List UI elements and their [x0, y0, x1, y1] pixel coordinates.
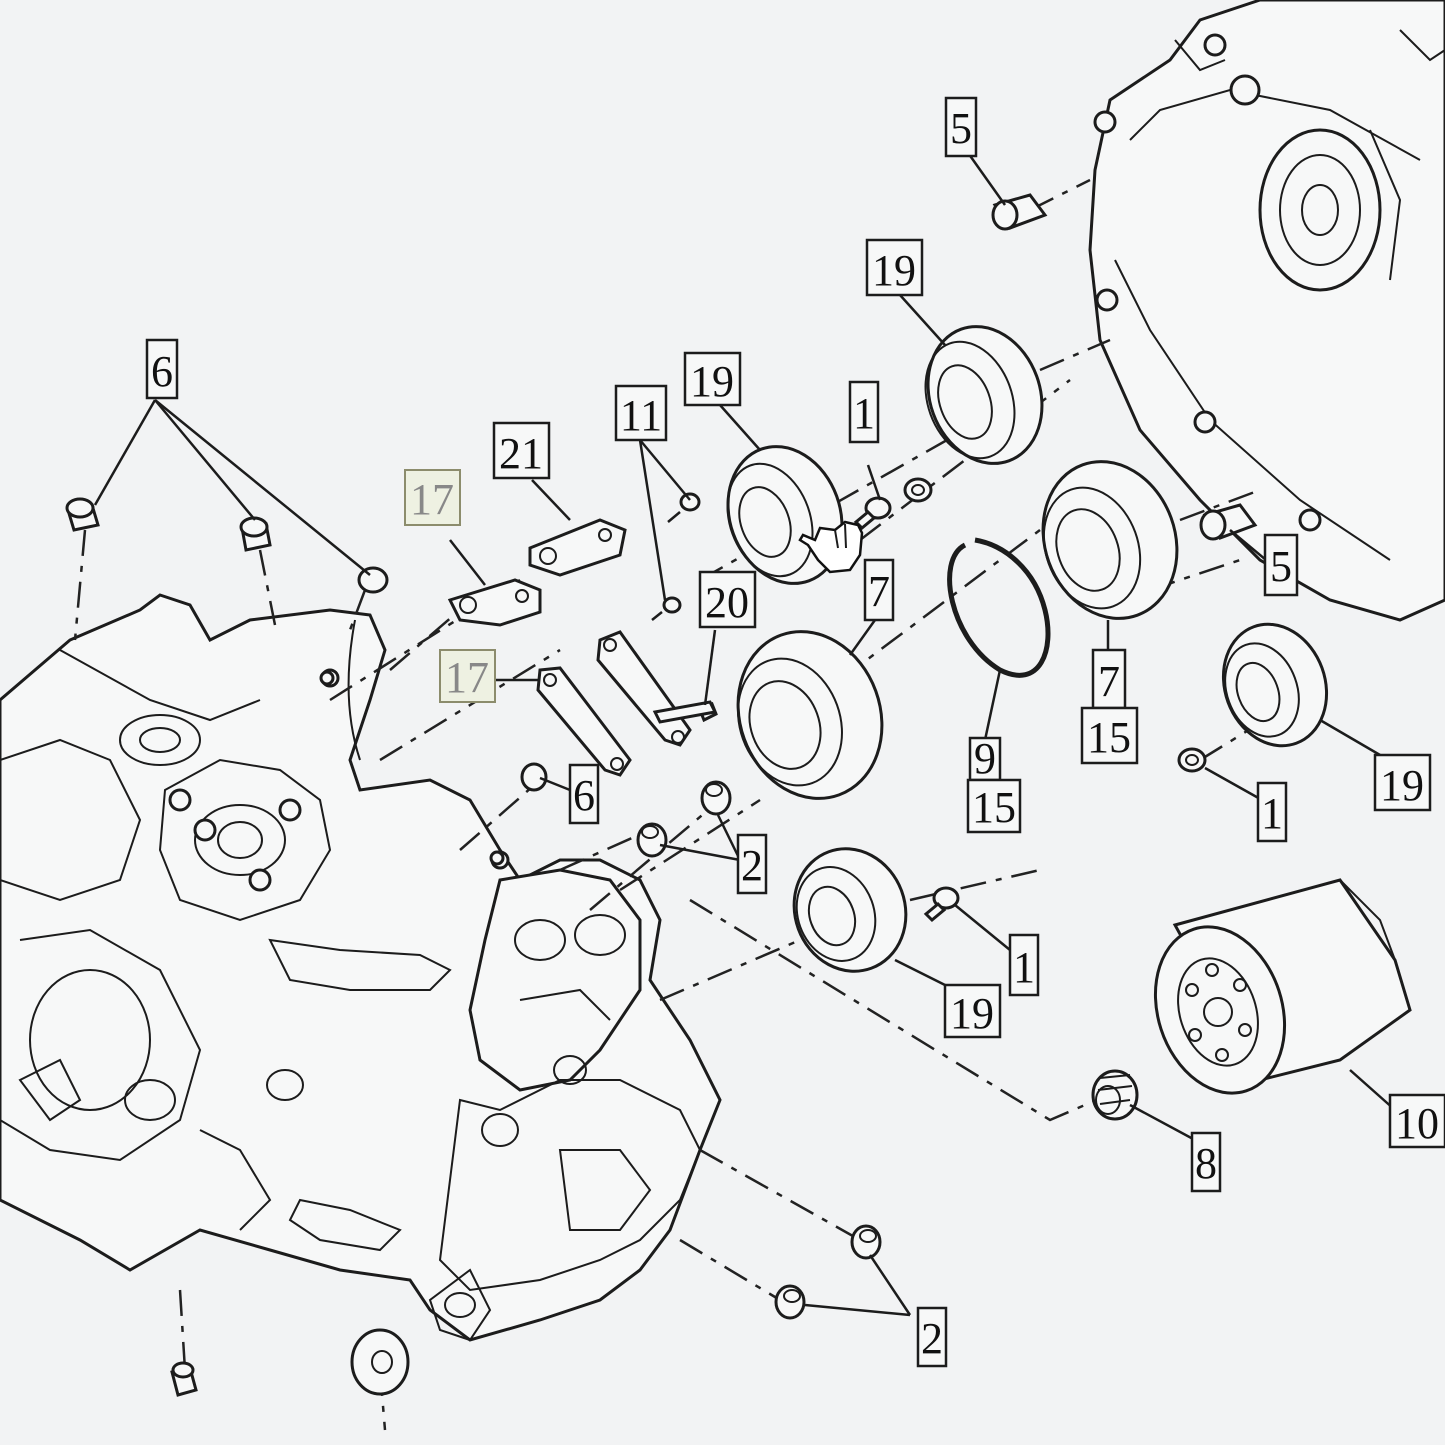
- screws: [651, 477, 1207, 923]
- callout-1-top[interactable]: 1: [848, 380, 880, 444]
- svg-text:6: 6: [151, 347, 173, 396]
- callout-8[interactable]: 8: [1190, 1131, 1222, 1193]
- svg-text:2: 2: [921, 1314, 943, 1363]
- hand-cursor-fingers: [834, 523, 847, 549]
- retaining-ring: [947, 537, 1051, 678]
- callout-10[interactable]: 10: [1388, 1093, 1445, 1149]
- callout-19-mid[interactable]: 19: [683, 351, 742, 407]
- callout-7-right[interactable]: 7: [1091, 648, 1127, 710]
- callout-6-left[interactable]: 6: [145, 338, 179, 400]
- svg-text:19: 19: [690, 357, 734, 406]
- callout-7-center[interactable]: 7: [863, 558, 895, 622]
- callout-19-top[interactable]: 19: [865, 238, 924, 297]
- oil-filter: [1153, 878, 1412, 1095]
- svg-text:17: 17: [445, 653, 489, 702]
- svg-text:21: 21: [499, 429, 543, 478]
- callout-6-center[interactable]: 6: [568, 763, 600, 825]
- svg-text:1: 1: [853, 389, 875, 438]
- svg-text:20: 20: [705, 578, 749, 627]
- callout-21[interactable]: 21: [492, 421, 551, 480]
- callout-5-right[interactable]: 5: [1263, 533, 1299, 597]
- oil-fitting: [1091, 1069, 1139, 1121]
- svg-text:7: 7: [1098, 657, 1120, 706]
- callout-1-right[interactable]: 1: [1256, 781, 1288, 843]
- callout-19-lower[interactable]: 19: [943, 983, 1002, 1039]
- svg-text:6: 6: [573, 771, 595, 820]
- svg-text:2: 2: [741, 841, 763, 890]
- engine-block: [0, 593, 722, 1342]
- leader-lines: [93, 149, 1396, 1317]
- hand-cursor-icon: [798, 520, 864, 574]
- dowel-pins: [65, 193, 1258, 1397]
- svg-text:15: 15: [972, 783, 1016, 832]
- svg-text:15: 15: [1087, 713, 1131, 762]
- callout-1-lower[interactable]: 1: [1008, 933, 1040, 997]
- bearings: [726, 325, 1329, 973]
- callout-2-bottom[interactable]: 2: [916, 1306, 948, 1368]
- svg-text:1: 1: [1013, 943, 1035, 992]
- svg-text:17: 17: [410, 475, 454, 524]
- svg-text:10: 10: [1395, 1099, 1439, 1148]
- callout-2-center[interactable]: 2: [736, 833, 768, 895]
- callout-15-center[interactable]: 15: [966, 778, 1022, 834]
- callout-20[interactable]: 20: [698, 570, 757, 629]
- svg-text:9: 9: [974, 734, 996, 783]
- callout-19-right[interactable]: 19: [1373, 753, 1432, 812]
- callout-17-lower[interactable]: 17: [439, 649, 496, 703]
- callout-17-top[interactable]: 17: [404, 469, 461, 526]
- callout-11[interactable]: 11: [614, 384, 668, 442]
- callout-9[interactable]: 9: [968, 734, 1002, 783]
- callout-15-right[interactable]: 15: [1080, 706, 1139, 765]
- svg-text:19: 19: [1380, 761, 1424, 810]
- svg-text:11: 11: [620, 391, 662, 440]
- svg-text:5: 5: [950, 104, 972, 153]
- svg-text:7: 7: [868, 567, 890, 616]
- svg-text:8: 8: [1195, 1139, 1217, 1188]
- svg-text:19: 19: [872, 246, 916, 295]
- svg-text:1: 1: [1261, 789, 1283, 838]
- crankcase-cover: [1088, 0, 1445, 622]
- callout-5-top[interactable]: 5: [944, 96, 978, 158]
- shift-levers: [447, 518, 718, 777]
- svg-text:19: 19: [950, 989, 994, 1038]
- svg-text:5: 5: [1270, 542, 1292, 591]
